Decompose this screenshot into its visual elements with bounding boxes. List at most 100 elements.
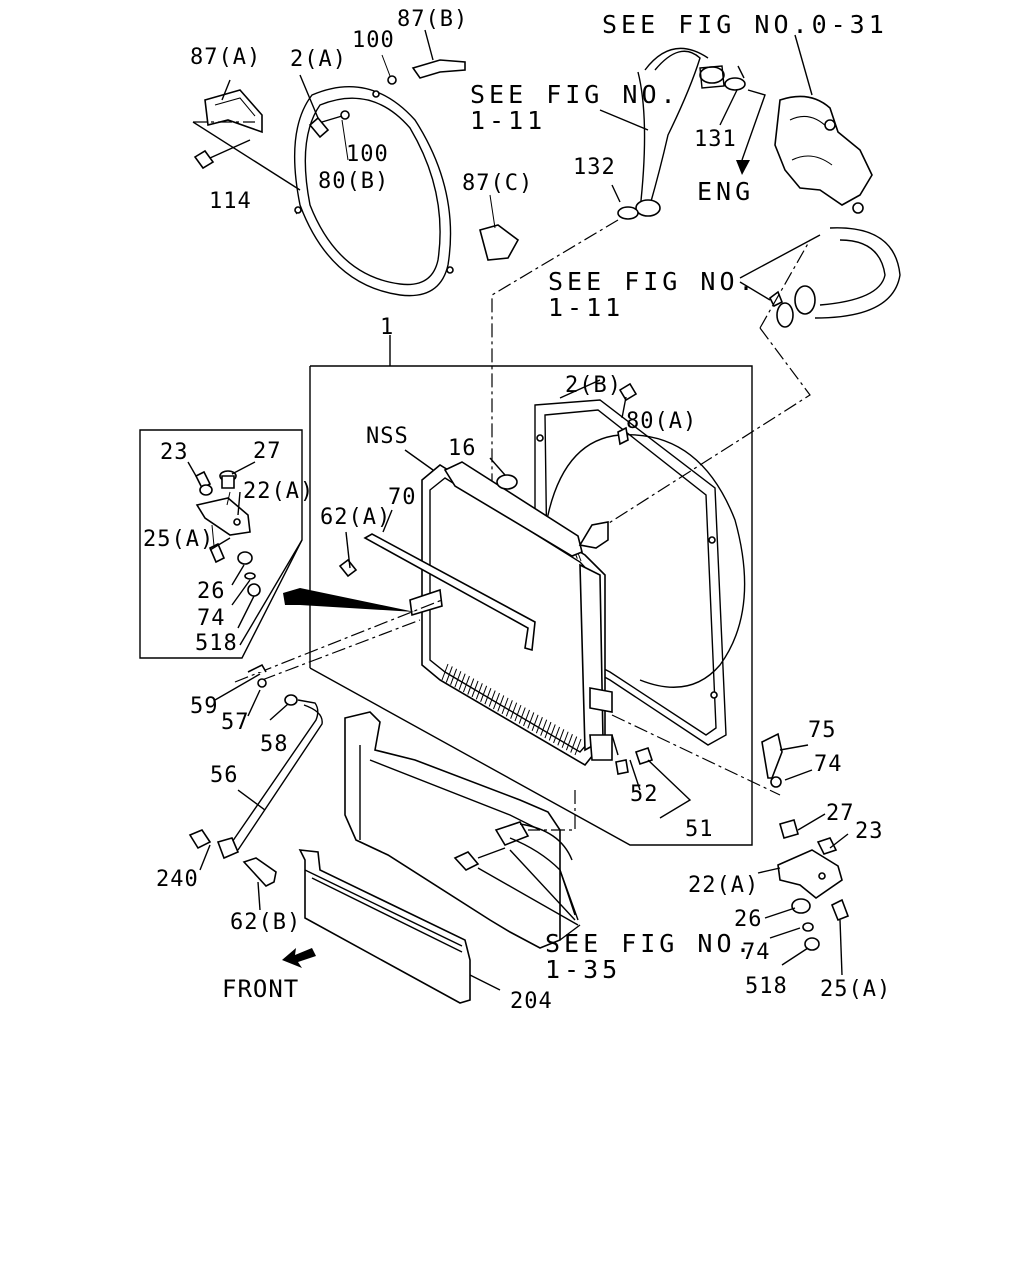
leader-240	[199, 844, 211, 871]
label-57: 57	[221, 710, 250, 735]
ref-eng: ENG	[697, 177, 754, 206]
radiator-bottom-fin	[467, 678, 475, 695]
right-lower-parts	[611, 714, 850, 976]
radiator-bottom-fin	[450, 668, 458, 686]
bolt-62a	[338, 531, 358, 578]
leader-87a	[221, 79, 231, 101]
radiator-bottom-fin	[497, 695, 505, 712]
radiator-bottom-fin	[441, 663, 449, 681]
radiator-bottom-fin	[570, 736, 578, 753]
fan-shroud-ring	[293, 85, 454, 297]
ref-see-fig-1-35-line1: SEE FIG NO.	[545, 929, 755, 958]
label-inset-22a: 22(A)	[243, 479, 314, 504]
bolt-80a	[617, 382, 638, 446]
label-87c: 87(C)	[462, 171, 533, 196]
label-100-top: 100	[352, 28, 395, 53]
label-114: 114	[209, 189, 252, 214]
radiator-bottom-fin	[540, 719, 548, 736]
inset-box	[139, 429, 415, 659]
bolt-114	[193, 139, 251, 170]
leader-518-inset	[237, 595, 255, 629]
radiator-bottom-fin	[505, 700, 513, 717]
label-240: 240	[156, 867, 199, 892]
radiator-bottom-fin	[574, 738, 582, 756]
label-right-518: 518	[745, 974, 788, 999]
bracket-87c	[479, 194, 520, 261]
radiator-bottom-fin	[544, 721, 552, 739]
label-1: 1	[380, 315, 394, 340]
leader-see-1-35-a	[509, 849, 576, 921]
clamp-131	[719, 65, 746, 126]
ref-see-fig-0-31: SEE FIG NO.0-31	[602, 10, 888, 39]
leader-26-inset	[231, 564, 245, 586]
ref-see-fig-1-35-line2: 1-35	[545, 955, 621, 984]
thermostat-housing	[774, 34, 873, 214]
radiator-bottom-fin	[488, 690, 496, 707]
leader-74-inset	[231, 579, 251, 606]
radiator-bottom-fin	[484, 688, 492, 705]
label-74-right: 74	[814, 752, 843, 777]
radiator-bottom-fin	[462, 675, 470, 693]
label-51: 51	[685, 817, 714, 842]
radiator-bottom-fin	[561, 731, 569, 748]
radiator-bottom-fin	[557, 729, 565, 746]
label-70: 70	[388, 485, 417, 510]
radiator-bottom-fin	[475, 683, 483, 700]
radiator-bottom-fin	[553, 726, 561, 744]
label-16: 16	[448, 436, 477, 461]
intercooler	[344, 711, 581, 949]
label-59: 59	[190, 694, 219, 719]
label-right-27: 27	[826, 801, 855, 826]
label-inset-26: 26	[197, 579, 226, 604]
radiator-bottom-fin	[535, 717, 543, 734]
label-80b: 80(B)	[318, 169, 389, 194]
label-132: 132	[573, 155, 616, 180]
radiator-bottom-fin	[501, 697, 509, 715]
label-52: 52	[630, 782, 659, 807]
leader-23-inset	[187, 461, 197, 477]
label-62a: 62(A)	[320, 505, 391, 530]
air-guide-204	[298, 849, 501, 1004]
ref-see-fig-1-11-mid-line2: 1-11	[548, 293, 624, 322]
leader-27-inset	[231, 461, 256, 475]
ref-see-fig-1-11-mid-line1: SEE FIG NO.	[548, 267, 758, 296]
radiator-bottom-fin	[445, 666, 453, 683]
eng-arrow	[736, 89, 766, 175]
label-inset-27: 27	[253, 439, 282, 464]
lower-left-parts	[188, 599, 443, 860]
label-right-26: 26	[734, 907, 763, 932]
label-inset-74: 74	[197, 606, 226, 631]
label-2b: 2(B)	[565, 373, 622, 398]
bracket-87b	[381, 29, 466, 85]
leader-see-1-35-b	[559, 869, 579, 921]
label-87b: 87(B)	[397, 7, 468, 32]
label-right-74: 74	[742, 940, 771, 965]
radiator-bottom-fin	[471, 680, 479, 698]
label-inset-25a: 25(A)	[143, 527, 214, 552]
leader-22a-inset	[237, 491, 241, 516]
radiator-bottom-fin	[527, 712, 535, 729]
stay-bar-70	[363, 509, 536, 652]
label-nss: NSS	[366, 424, 409, 449]
leader-2a	[299, 74, 319, 119]
radiator-bottom-fin	[565, 733, 573, 751]
label-2a: 2(A)	[290, 47, 347, 72]
label-87a: 87(A)	[190, 45, 261, 70]
radiator-bottom-fin	[514, 704, 522, 722]
label-80a: 80(A)	[626, 409, 697, 434]
ref-see-fig-1-11-top-line2: 1-11	[470, 106, 546, 135]
upper-hose	[617, 47, 725, 220]
radiator-bottom-fin	[548, 724, 556, 741]
radiator-bottom-fin	[493, 692, 500, 710]
label-56: 56	[210, 763, 239, 788]
radiator-bottom-fin	[458, 673, 466, 690]
label-100: 100	[346, 142, 389, 167]
inset-mount-parts	[194, 470, 261, 597]
radiator-bottom-fin	[510, 702, 518, 719]
radiator-bottom-fin	[531, 714, 539, 731]
bolt-62b	[242, 857, 277, 911]
radiator-bottom-fin	[454, 671, 462, 688]
label-62b: 62(B)	[230, 910, 301, 935]
ref-front: FRONT	[222, 975, 299, 1003]
